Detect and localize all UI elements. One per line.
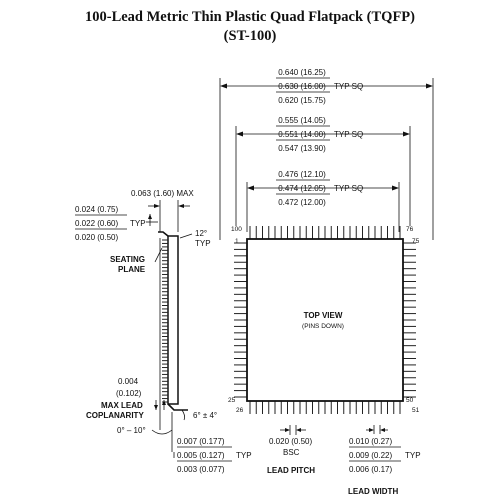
side-view (158, 231, 188, 411)
foot-dim-suffix: TYP (236, 451, 252, 460)
outer-dim-max: 0.640 (16.25) (278, 68, 326, 77)
angle-bottom-dim: 6° ± 4° (193, 411, 217, 420)
coplanarity-value: 0.004 (118, 377, 139, 386)
inner-dimension: 0.476 (12.10) 0.474 (12.05) 0.472 (12.00… (246, 170, 400, 232)
pin-number-25: 25 (228, 397, 236, 404)
title-line-2: (ST-100) (224, 28, 277, 44)
inner-dim-nom: 0.474 (12.05) (278, 184, 326, 193)
pin-number-76: 76 (406, 226, 414, 233)
middle-dim-max: 0.555 (14.05) (278, 116, 326, 125)
lead-width-label: LEAD WIDTH (348, 487, 398, 496)
pin-number-1: 1 (235, 238, 239, 245)
pin-number-100: 100 (231, 226, 242, 233)
top-view-label: TOP VIEW (304, 311, 343, 320)
lead-width-suffix: TYP (405, 451, 421, 460)
coplanarity-label-2: COPLANARITY (86, 411, 144, 420)
lead-width-nom: 0.009 (0.22) (349, 451, 392, 460)
angle-bottom-arc (181, 409, 186, 421)
lead-thick-max: 0.024 (0.75) (75, 205, 118, 214)
angle-top-dim: 12° (195, 229, 207, 238)
pin-number-50: 50 (406, 397, 414, 404)
side-leads (162, 239, 168, 403)
outer-dimension: 0.640 (16.25) 0.630 (16.00) 0.620 (15.75… (219, 68, 434, 240)
middle-dim-nom: 0.551 (14.00) (278, 130, 326, 139)
side-body (167, 235, 179, 405)
inner-dim-suffix: TYP SQ (334, 184, 363, 193)
lead-thick-min: 0.020 (0.50) (75, 233, 118, 242)
side-bottom-lead (167, 403, 188, 411)
foot-dim-min: 0.003 (0.077) (177, 465, 225, 474)
lead-pitch-label: LEAD PITCH (267, 466, 315, 475)
title-line-1: 100-Lead Metric Thin Plastic Quad Flatpa… (85, 9, 415, 25)
outer-dim-nom: 0.630 (16.00) (278, 82, 326, 91)
middle-dim-suffix: TYP SQ (334, 130, 363, 139)
angle-foot-dim: 0° – 10° (117, 426, 146, 435)
angle-top-suffix: TYP (195, 239, 211, 248)
lead-thick-nom: 0.022 (0.60) (75, 219, 118, 228)
foot-dim-nom: 0.005 (0.127) (177, 451, 225, 460)
lead-pitch-bsc: BSC (283, 448, 300, 457)
side-top-lead (158, 231, 169, 237)
seating-plane-label-1: SEATING (110, 255, 145, 264)
seating-plane-label-2: PLANE (118, 265, 146, 274)
coplanarity-metric: (0.102) (116, 389, 142, 398)
height-max-dim: 0.063 (1.60) MAX (131, 189, 194, 198)
lead-width-max: 0.010 (0.27) (349, 437, 392, 446)
lead-thick-suffix: TYP (130, 219, 146, 228)
pin-number-26: 26 (236, 407, 244, 414)
coplanarity-label-1: MAX LEAD (101, 401, 143, 410)
angle-foot-arc (151, 429, 173, 435)
top-view-sublabel: (PINS DOWN) (302, 323, 344, 330)
package-body (246, 238, 404, 402)
lead-pins (234, 226, 416, 414)
lead-width-min: 0.006 (0.17) (349, 465, 392, 474)
middle-dim-min: 0.547 (13.90) (278, 144, 326, 153)
outer-dim-suffix: TYP SQ (334, 82, 363, 91)
pin-number-51: 51 (412, 407, 420, 414)
inner-dim-min: 0.472 (12.00) (278, 198, 326, 207)
outer-dim-min: 0.620 (15.75) (278, 96, 326, 105)
middle-dimension: 0.555 (14.05) 0.551 (14.00) 0.547 (13.90… (235, 116, 411, 226)
foot-dim-max: 0.007 (0.177) (177, 437, 225, 446)
pin-number-75: 75 (412, 238, 420, 245)
inner-dim-max: 0.476 (12.10) (278, 170, 326, 179)
lead-pitch-dim: 0.020 (0.50) (269, 437, 312, 446)
